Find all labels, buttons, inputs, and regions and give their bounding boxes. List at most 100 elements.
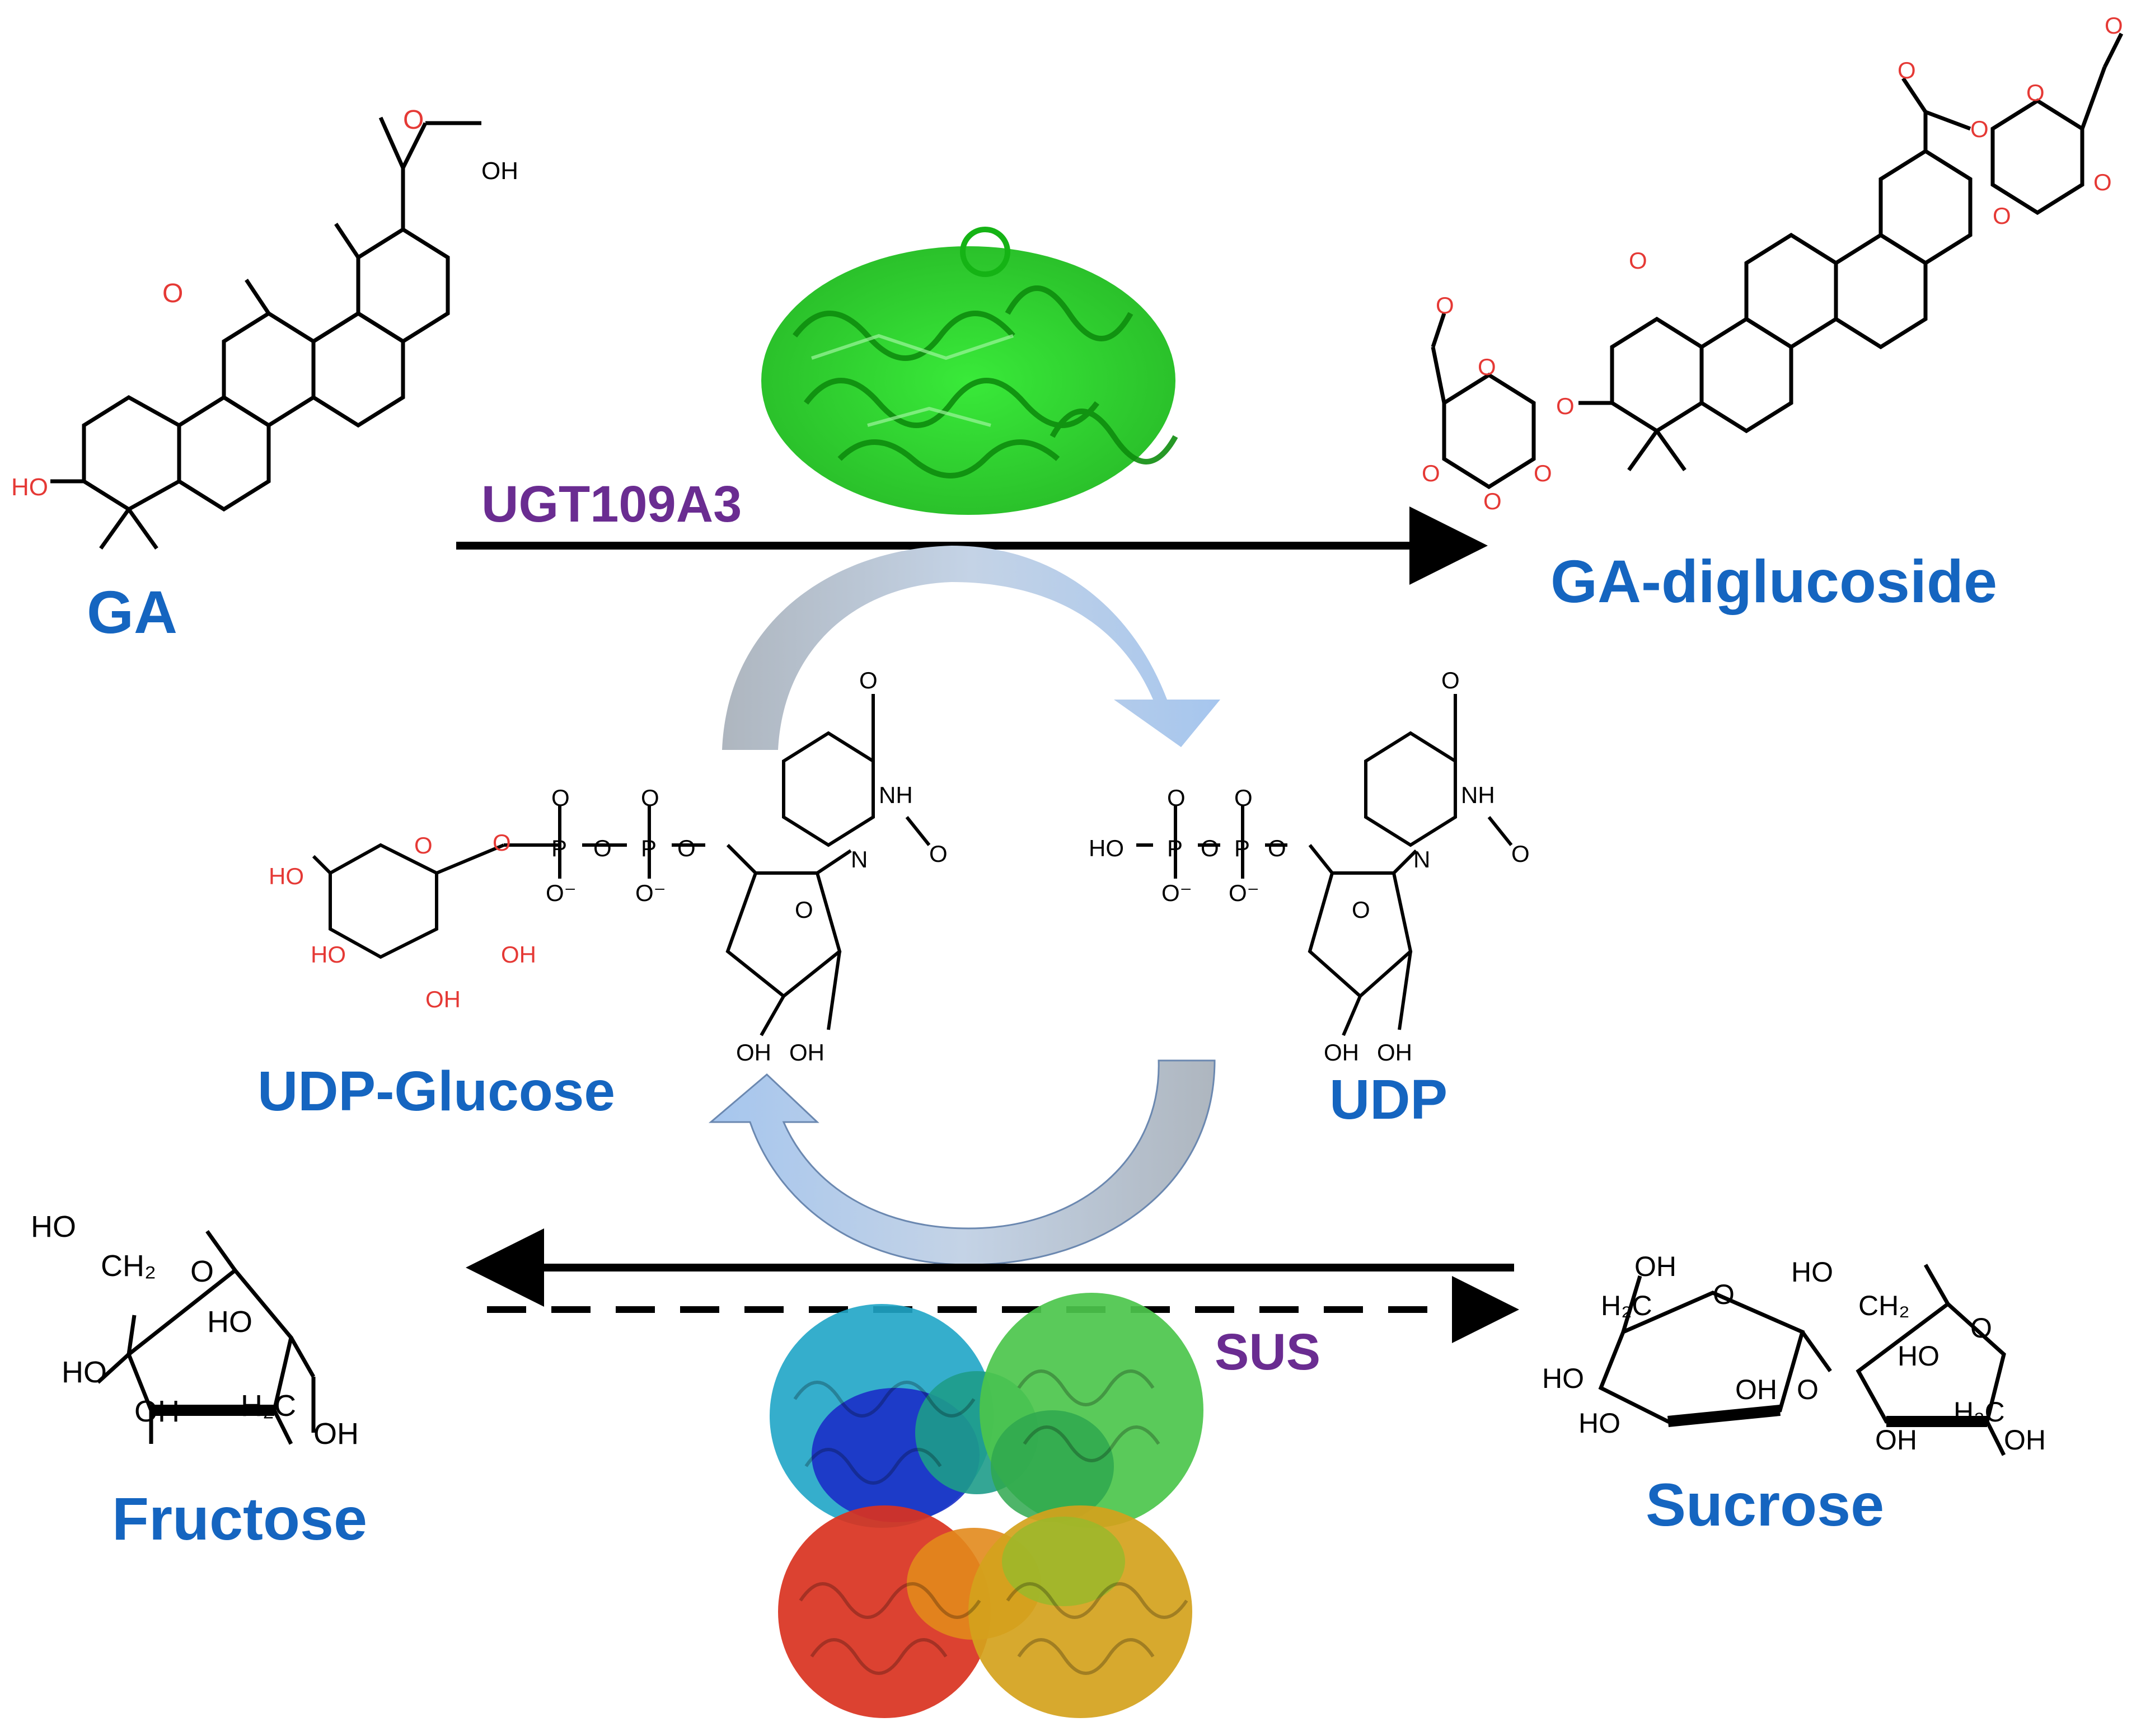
udp-p2-ominus: O⁻ <box>1229 880 1259 906</box>
udp-o4: O <box>1441 667 1460 693</box>
sucrose-ch2-fru: CH₂ <box>1858 1290 1910 1321</box>
fructose-oh-c4: OH <box>134 1395 180 1428</box>
diglucoside-ring-o-left: O <box>1478 354 1496 380</box>
udp-p2-o: O <box>1234 785 1253 811</box>
sucrose-ho-fru-ring: HO <box>1898 1340 1940 1372</box>
udp-p2: P <box>1234 835 1250 861</box>
udp-glucose-atoms: HO O HO OH OH O P O O⁻ O P O O⁻ O O N NH… <box>269 667 948 1066</box>
ga-hydroxyl: HO <box>11 473 48 501</box>
ugt109a3-protein <box>761 227 1178 515</box>
udpg-o2: O <box>929 841 948 867</box>
udpg-oh-3p: OH <box>736 1039 771 1066</box>
sucrose-oh-fru-c6: OH <box>2004 1424 2046 1456</box>
sucrose-oh-fru-c4: OH <box>1875 1424 1917 1456</box>
udpg-p2-ominus: O⁻ <box>635 880 666 906</box>
udpg-oh-c3: OH <box>425 986 461 1012</box>
sucrose-h2c: H₂C <box>1601 1290 1652 1321</box>
ga-acid-oh: OH <box>481 157 518 185</box>
udp-p1-ominus: O⁻ <box>1161 880 1192 906</box>
sucrose-glycosidic-o: O <box>1797 1374 1819 1405</box>
diglucoside-o-e: O <box>1483 488 1502 514</box>
sucrose-ring-o-fru: O <box>1970 1312 1992 1344</box>
fructose-label: Fructose <box>112 1485 368 1552</box>
fructose-ho-c3: HO <box>207 1305 252 1339</box>
sucrose-oh-top-left: OH <box>1634 1251 1676 1282</box>
udpg-ring-o: O <box>414 832 433 858</box>
udp-nh: NH <box>1461 782 1495 808</box>
udpg-oh-2p: OH <box>789 1039 824 1066</box>
ugt109a3-label: UGT109A3 <box>481 476 742 533</box>
udpg-ho-c4: HO <box>311 941 346 968</box>
udpg-n1: N <box>851 846 868 872</box>
udp-ho: HO <box>1089 835 1124 861</box>
udpg-o4: O <box>859 667 878 693</box>
udpg-o-bridge: O <box>593 835 612 861</box>
udp-glucose-structure <box>312 694 931 1036</box>
udp-oh-2p: OH <box>1377 1039 1412 1066</box>
cycle-arrow-bottom <box>708 1059 1216 1266</box>
sucrose-ho-c4: HO <box>1542 1363 1584 1394</box>
udpg-oh-c2: OH <box>501 941 536 968</box>
sus-protein <box>770 1293 1203 1718</box>
diglucoside-ring-o-right: O <box>2026 79 2045 106</box>
udpg-nh: NH <box>879 782 913 808</box>
udpg-ribose-o: O <box>795 897 813 923</box>
ga-label: GA <box>87 578 177 646</box>
diglucoside-c6-o: O <box>2105 12 2123 39</box>
fructose-oh-c6: OH <box>313 1417 359 1451</box>
udp-glucose-label: UDP-Glucose <box>257 1060 616 1123</box>
sucrose-oh-c2: OH <box>1735 1374 1777 1405</box>
ga-ketone-o: O <box>162 279 183 308</box>
fructose-ho-c2: HO <box>62 1355 107 1389</box>
ga-diglucoside-oxygens: O O O O O O O O O O O O O <box>1422 12 2123 514</box>
fructose-structure <box>96 1230 316 1445</box>
udp-oh-3p: OH <box>1324 1039 1359 1066</box>
diglucoside-o-a: O <box>2093 169 2112 195</box>
udpg-p1-ominus: O⁻ <box>546 880 577 906</box>
udp-p1: P <box>1167 835 1183 861</box>
fructose-atoms: HO CH₂ O HO HO OH H₂C OH <box>31 1210 359 1451</box>
sucrose-atoms: OH H₂C O HO HO OH O HO CH₂ O HO OH H₂C O… <box>1542 1251 2046 1456</box>
ga-diglucoside-label: GA-diglucoside <box>1550 547 1998 615</box>
diglucoside-ester-o: O <box>1970 116 1989 142</box>
udpg-p1-o: O <box>551 785 570 811</box>
ga-structure <box>50 116 481 550</box>
diglucoside-o-d: O <box>1534 460 1552 486</box>
sucrose-structure <box>1598 1264 2006 1456</box>
udpg-p2: P <box>641 835 657 861</box>
sucrose-ho-c3: HO <box>1578 1407 1620 1439</box>
diglucoside-c6-o-left: O <box>1436 292 1454 318</box>
udp-ribose-o: O <box>1352 897 1370 923</box>
udp-n1: N <box>1413 846 1430 872</box>
fructose-h2c: H₂C <box>241 1389 296 1423</box>
udpg-ho-c6: HO <box>269 863 304 889</box>
udp-o-ester: O <box>1268 835 1286 861</box>
diglucoside-ketone-o: O <box>1629 247 1647 274</box>
udp-p1-o: O <box>1167 785 1186 811</box>
udp-structure <box>1136 694 1513 1036</box>
udp-o-bridge: O <box>1201 835 1219 861</box>
udp-label: UDP <box>1329 1068 1448 1131</box>
fructose-ho-ch2: HO <box>31 1210 76 1244</box>
sucrose-ho-fru: HO <box>1791 1256 1833 1288</box>
fructose-ring-o: O <box>190 1255 214 1288</box>
udpg-p1: P <box>551 835 567 861</box>
udpg-o-link: O <box>493 829 511 856</box>
ga-acid-o: O <box>403 105 424 135</box>
diglucoside-o-b: O <box>1993 203 2011 229</box>
udp-o2: O <box>1511 841 1530 867</box>
diglucoside-o-c: O <box>1422 460 1440 486</box>
sucrose-label: Sucrose <box>1646 1471 1885 1538</box>
diglucoside-ether-o: O <box>1556 393 1575 419</box>
sucrose-ring-o-glc: O <box>1713 1279 1735 1310</box>
sucrose-h2c-fru: H₂C <box>1953 1396 2005 1428</box>
diglucoside-acid-o: O <box>1898 57 1916 83</box>
udp-atoms: HO P O O⁻ O P O O⁻ O O N NH O O OH OH <box>1089 667 1530 1066</box>
udpg-p2-o: O <box>641 785 659 811</box>
sus-label: SUS <box>1215 1324 1321 1381</box>
ga-diglucoside-structure <box>1431 32 2124 490</box>
cycle-arrow-top <box>722 546 1220 750</box>
fructose-ch2: CH₂ <box>101 1249 156 1283</box>
udpg-o-ester: O <box>677 835 696 861</box>
